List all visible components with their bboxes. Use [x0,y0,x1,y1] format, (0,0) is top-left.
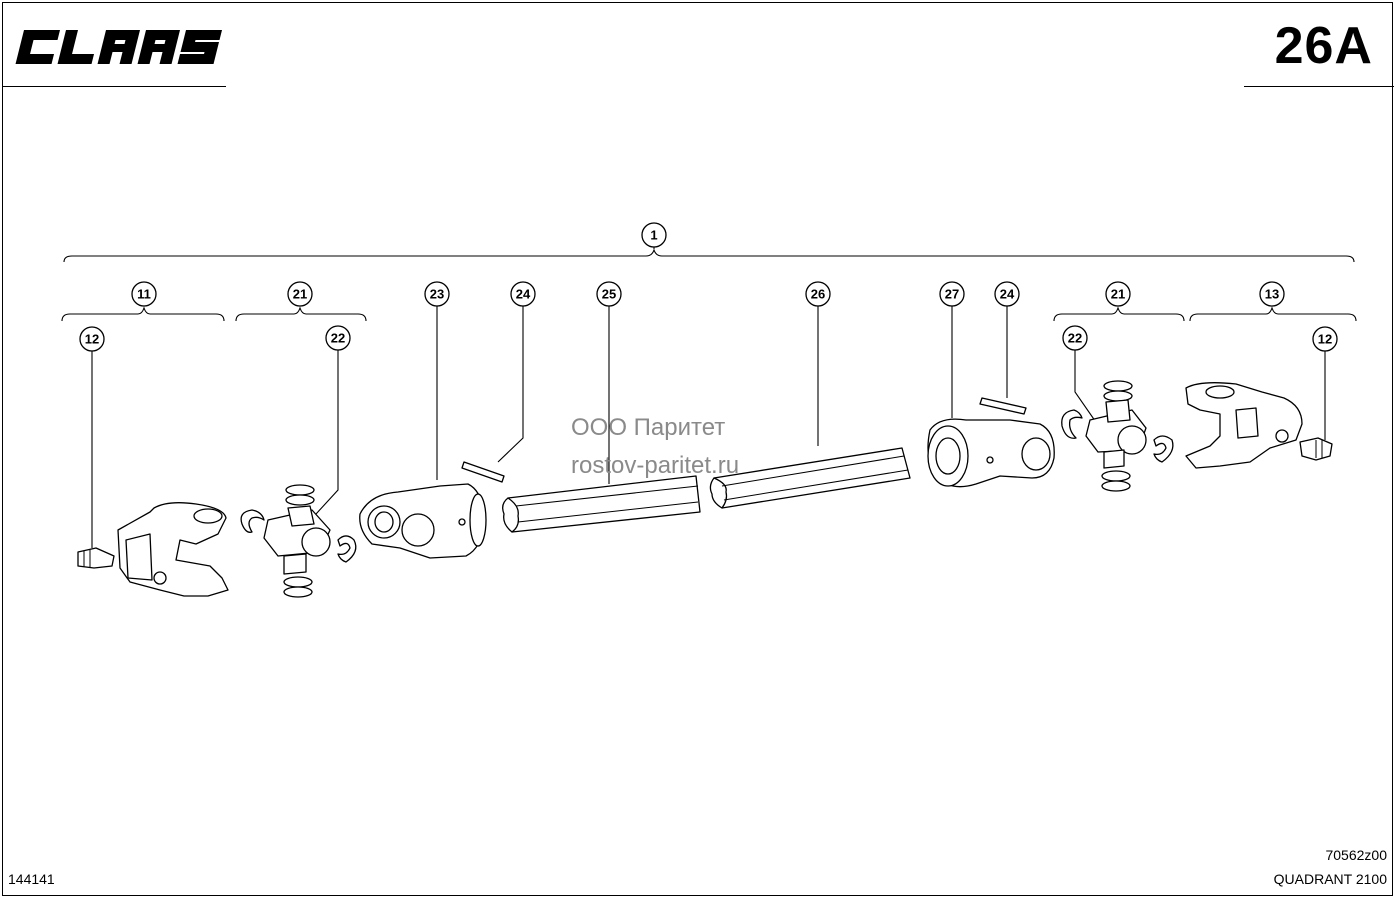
callout-11: 11 [131,281,157,307]
universal-joint-right [1061,380,1174,492]
grease-nipple-right [1299,437,1333,461]
yoke-part-11 [117,502,229,597]
outer-yoke-part-27 [927,418,1055,488]
svg-text:26: 26 [811,287,825,302]
svg-text:11: 11 [137,287,151,302]
svg-text:24: 24 [516,287,531,302]
svg-text:21: 21 [293,287,307,302]
inner-yoke-part-23 [359,483,487,559]
footer-code: 144141 [8,871,55,887]
outer-tube-part-26 [709,447,911,509]
callout-13: 13 [1259,281,1285,307]
svg-text:22: 22 [331,331,345,346]
spring-pin-right [979,397,1027,415]
footer-drawing-ref: 70562z00 [1325,847,1387,863]
callout-26: 26 [805,281,831,307]
watermark-url: rostov-paritet.ru [571,452,740,479]
inner-tube-part-25 [502,475,701,533]
callout-12-right: 12 [1312,326,1338,352]
callout-12-left: 12 [79,326,105,352]
leader-24-left [497,306,524,463]
svg-text:24: 24 [1000,287,1015,302]
brace-assembly-1 [63,248,1355,263]
grease-nipple-left [77,547,115,569]
leader-22-left [315,350,339,515]
svg-text:21: 21 [1111,287,1125,302]
svg-text:13: 13 [1265,287,1279,302]
callout-24-right: 24 [994,281,1020,307]
header-rule-right [1244,86,1394,87]
svg-text:12: 12 [1318,332,1332,347]
callout-22-right: 22 [1062,325,1088,351]
svg-text:25: 25 [602,287,616,302]
spring-pin-left [461,461,505,483]
brace-21-left [235,306,367,322]
brace-21-right [1053,306,1185,322]
header-rule-left [2,86,226,87]
callout-25: 25 [596,281,622,307]
svg-text:27: 27 [945,287,959,302]
callout-22-left: 22 [325,325,351,351]
svg-text:22: 22 [1068,331,1082,346]
page-number: 26A [1274,17,1373,75]
callout-21-left: 21 [287,281,313,307]
callout-23: 23 [424,281,450,307]
callout-27: 27 [939,281,965,307]
claas-logo [15,30,223,64]
svg-text:23: 23 [430,287,444,302]
brace-11 [61,306,225,322]
svg-text:1: 1 [650,228,657,243]
universal-joint-left [240,484,357,598]
svg-text:12: 12 [85,332,99,347]
callout-24-left: 24 [510,281,536,307]
watermark-company: ООО Паритет [571,414,726,441]
footer-model: QUADRANT 2100 [1273,871,1387,887]
yoke-part-13 [1185,382,1303,469]
callout-1: 1 [641,222,667,248]
leader-22-right [1074,350,1101,429]
brace-13 [1189,306,1357,322]
callout-21-right: 21 [1105,281,1131,307]
